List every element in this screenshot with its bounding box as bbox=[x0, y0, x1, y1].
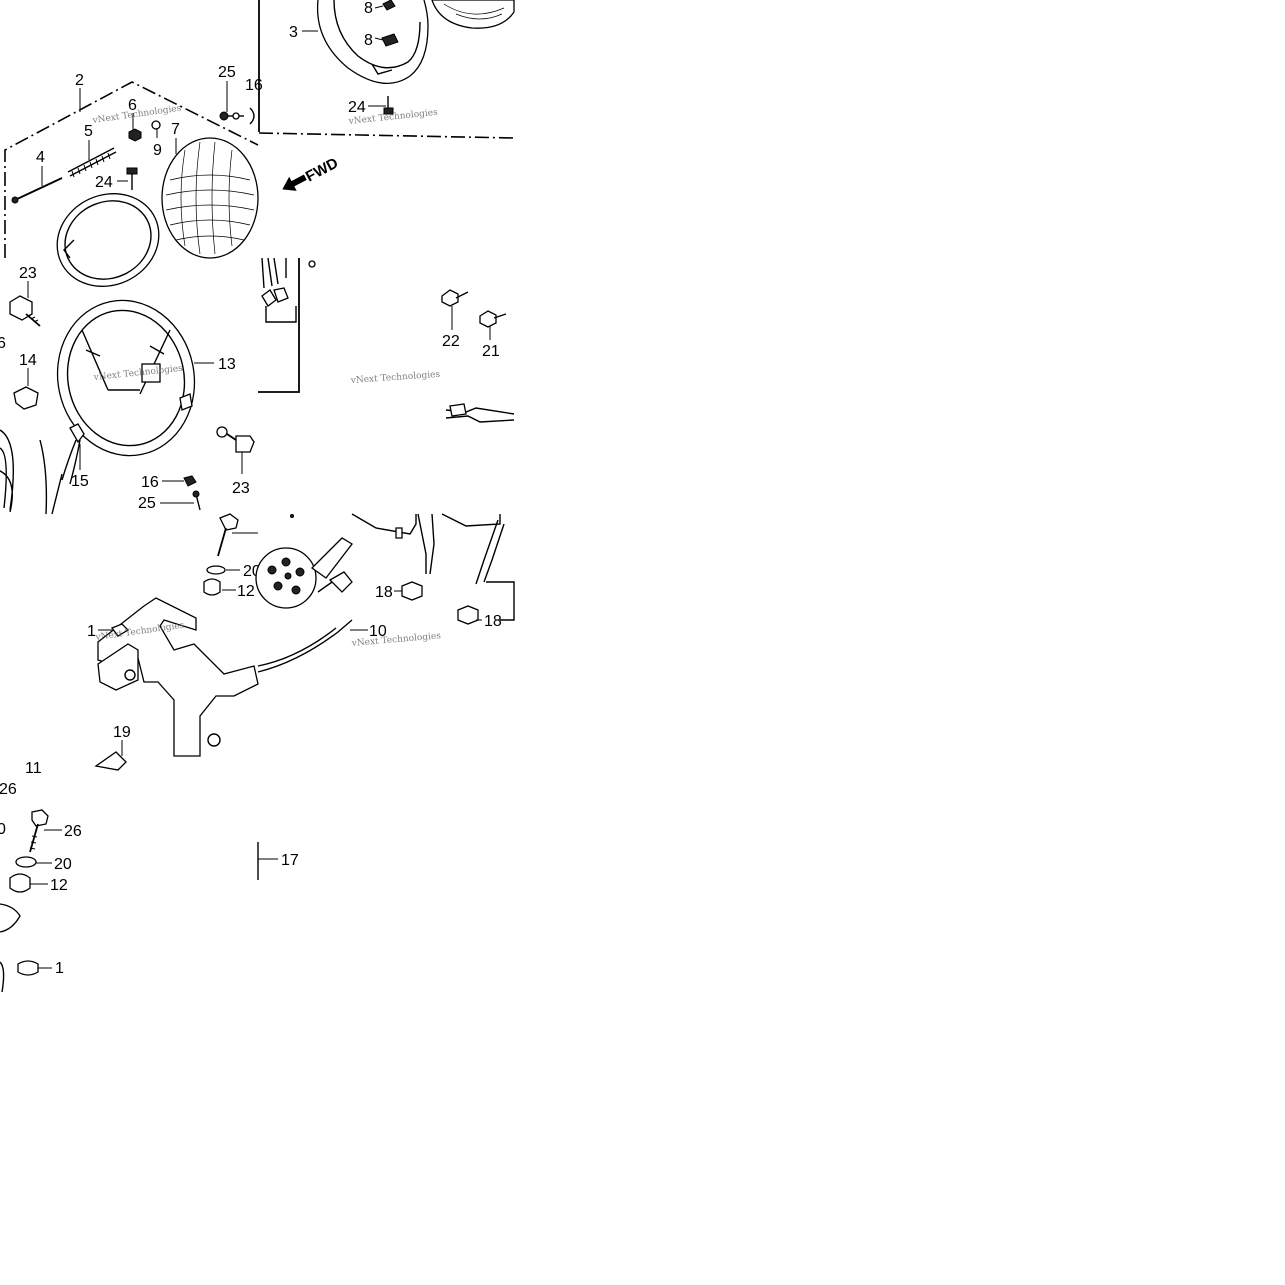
callout-26: 26 bbox=[0, 781, 17, 798]
callout-23: 23 bbox=[19, 265, 37, 282]
callout-15: 15 bbox=[71, 473, 89, 490]
tile-headlight-assembly: 2 6 5 9 7 4 24 25 16 vNext Technologies bbox=[4, 64, 263, 287]
callout-11: 11 bbox=[25, 760, 42, 777]
callout-22: 22 bbox=[442, 333, 460, 350]
horn-part bbox=[255, 537, 353, 609]
bolt-part bbox=[9, 295, 41, 327]
callout-8: 8 bbox=[364, 32, 373, 49]
callout-9: 9 bbox=[153, 142, 162, 159]
callout-19: 19 bbox=[113, 724, 131, 741]
callout-24: 24 bbox=[348, 99, 366, 116]
callout-1: 1 bbox=[87, 623, 96, 640]
tile-headlight-rim: 8 8 3 24 FWD vNext Technologies bbox=[258, 0, 515, 191]
callout-25: 25 bbox=[138, 495, 156, 512]
callout-3: 3 bbox=[289, 24, 298, 41]
callout-20: 20 bbox=[54, 856, 72, 873]
callout-8: 8 bbox=[364, 0, 373, 17]
callout-26: 26 bbox=[64, 823, 82, 840]
callout-12: 12 bbox=[237, 583, 255, 600]
callout-24: 24 bbox=[95, 174, 113, 191]
callout-0: 0 bbox=[0, 821, 6, 838]
callout-13: 13 bbox=[218, 356, 236, 373]
headlight-rim bbox=[316, 0, 429, 84]
headlight-lens bbox=[161, 137, 259, 259]
tile-headlight-housing: 23 6 14 13 15 16 23 25 vNext Technologie… bbox=[0, 265, 255, 515]
tile-wiring: 22 21 vNext Technologies bbox=[258, 257, 515, 423]
watermark: vNext Technologies bbox=[350, 631, 441, 649]
bolt-part bbox=[441, 289, 469, 307]
bolt-part bbox=[479, 310, 507, 328]
callout-18: 18 bbox=[375, 584, 393, 601]
callout-7: 7 bbox=[171, 121, 180, 138]
callout-14: 14 bbox=[19, 352, 37, 369]
bolt-part bbox=[217, 513, 239, 557]
callout-4: 4 bbox=[36, 149, 45, 166]
watermark: vNext Technologies bbox=[350, 370, 441, 386]
forward-arrow: FWD bbox=[282, 154, 341, 191]
callout-16: 16 bbox=[245, 77, 263, 94]
callout-2: 2 bbox=[75, 72, 84, 89]
callout-18: 18 bbox=[484, 613, 502, 630]
headlight-housing bbox=[56, 299, 196, 457]
tile-bracket-reference: 17 bbox=[257, 842, 299, 880]
headlight-case bbox=[56, 193, 160, 287]
callout-21: 21 bbox=[482, 343, 500, 360]
callout-6: 6 bbox=[0, 335, 6, 352]
tile-bracket: 20 12 1 19 11 vNext Technologies bbox=[25, 513, 261, 777]
callout-6: 6 bbox=[128, 97, 137, 114]
headlight-bracket bbox=[94, 597, 259, 771]
callout-25: 25 bbox=[218, 64, 236, 81]
tile-horn: 18 18 10 vNext Technologies bbox=[255, 513, 515, 673]
callout-5: 5 bbox=[84, 123, 93, 140]
bolt-part bbox=[29, 809, 49, 853]
callout-10: 10 bbox=[369, 623, 387, 640]
callout-16: 16 bbox=[141, 474, 159, 491]
spring-part bbox=[67, 147, 117, 178]
bolt-part bbox=[216, 426, 255, 453]
callout-1: 1 bbox=[55, 960, 64, 977]
fwd-label: FWD bbox=[303, 154, 341, 185]
callout-12: 12 bbox=[50, 877, 68, 894]
tile-mounting-hardware: 26 0 26 20 12 1 bbox=[0, 781, 82, 993]
callout-17: 17 bbox=[281, 852, 299, 869]
callout-23: 23 bbox=[232, 480, 250, 497]
